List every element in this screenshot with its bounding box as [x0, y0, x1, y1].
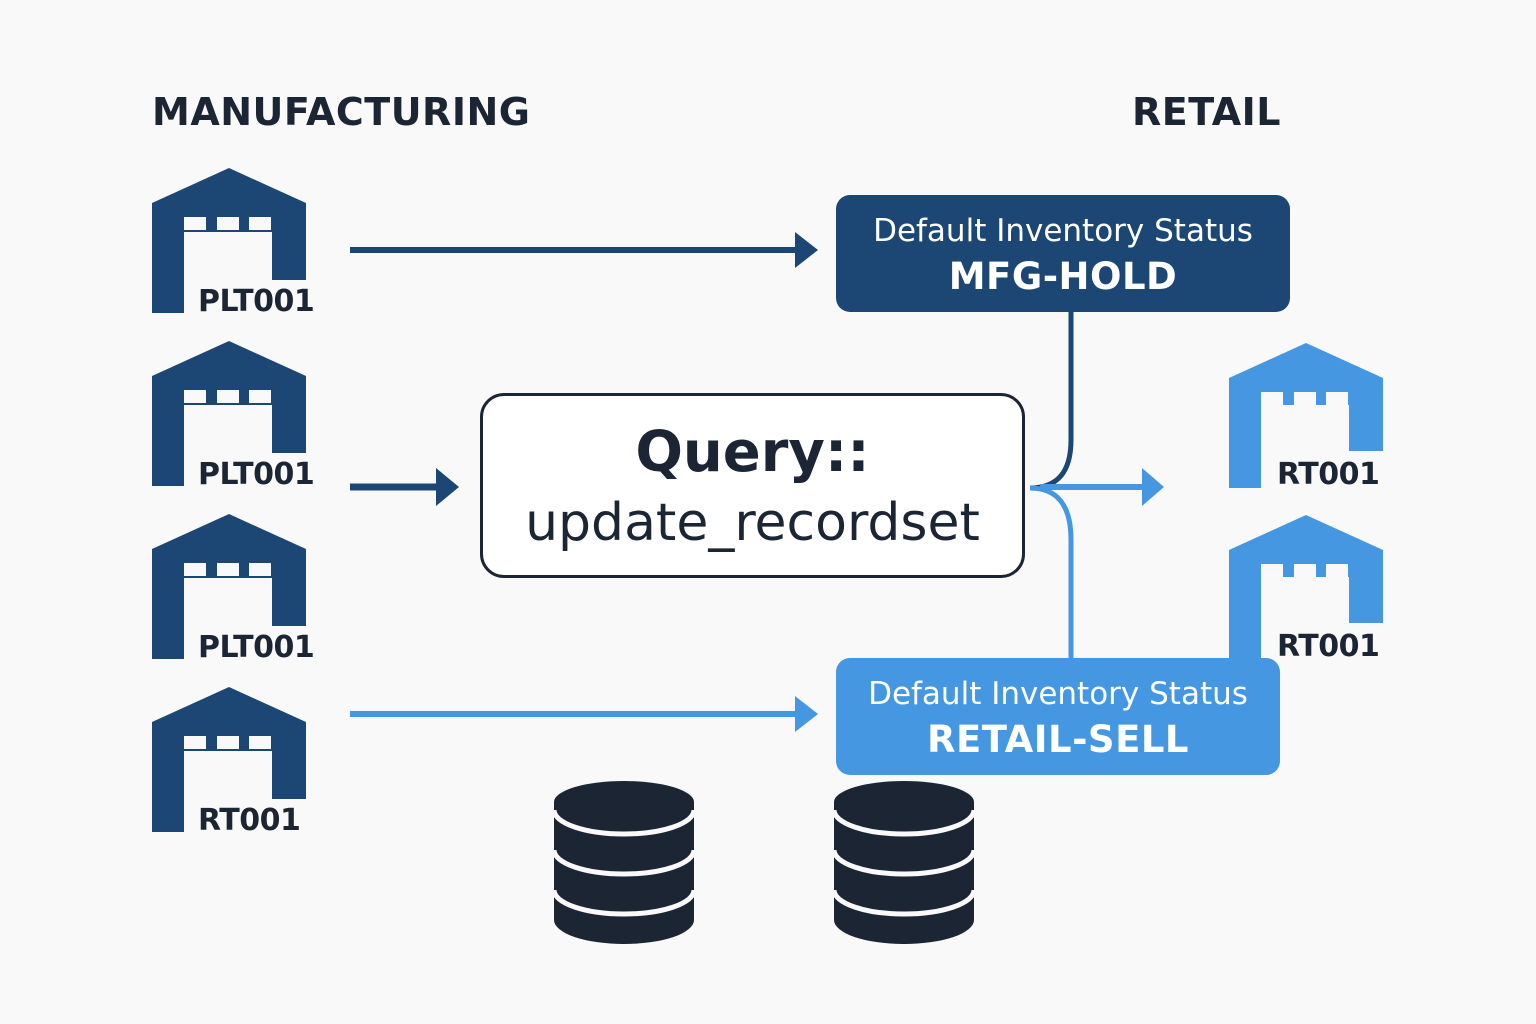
- retail-header: RETAIL: [1132, 90, 1281, 134]
- retail-sell-connector: [1029, 485, 1074, 660]
- database-icon: [552, 781, 697, 944]
- mfg-hold-status-box: Default Inventory Status MFG-HOLD: [836, 195, 1290, 312]
- query-box: Query:: update_recordset: [480, 393, 1025, 578]
- warehouse-icon: [152, 514, 306, 659]
- manufacturing-header: MANUFACTURING: [152, 90, 531, 134]
- warehouse-rt001-retail-1: RT001: [1227, 343, 1397, 493]
- site-label: RT001: [1277, 457, 1380, 492]
- warehouse-icon: [152, 341, 306, 486]
- warehouse-icon: [152, 687, 306, 832]
- warehouse-plt001-1: PLT001: [150, 168, 320, 319]
- arrow-head: [795, 232, 818, 268]
- site-label: RT001: [198, 803, 301, 838]
- mfg-hold-connector: [1029, 312, 1074, 491]
- database-icon: [832, 781, 977, 944]
- arrow-head: [795, 696, 818, 732]
- query-method: update_recordset: [525, 493, 980, 553]
- status-title: Default Inventory Status: [868, 676, 1248, 712]
- site-label: PLT001: [198, 284, 315, 319]
- retail-sell-status-box: Default Inventory Status RETAIL-SELL: [836, 658, 1280, 775]
- site-label: PLT001: [198, 630, 315, 665]
- warehouse-rt001-retail-2: RT001: [1227, 515, 1397, 665]
- warehouse-icon: [1229, 515, 1383, 660]
- arrow-head: [436, 468, 459, 506]
- warehouse-plt001-2: PLT001: [150, 341, 320, 492]
- site-label: RT001: [1277, 629, 1380, 664]
- arrow-head: [1142, 468, 1164, 506]
- status-value: RETAIL-SELL: [926, 718, 1190, 761]
- site-label: PLT001: [198, 457, 315, 492]
- warehouse-rt001-mfg: RT001: [150, 687, 320, 838]
- warehouse-plt001-3: PLT001: [150, 514, 320, 665]
- status-title: Default Inventory Status: [873, 213, 1253, 249]
- query-label: Query::: [635, 420, 870, 485]
- warehouse-icon: [1229, 343, 1383, 488]
- status-value: MFG-HOLD: [948, 255, 1178, 298]
- warehouse-icon: [152, 168, 306, 313]
